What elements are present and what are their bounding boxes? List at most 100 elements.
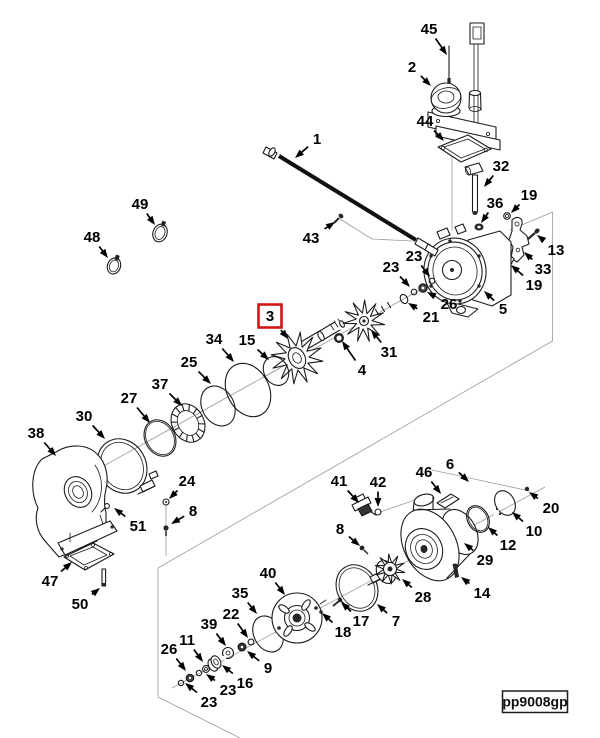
callout-6: 6 bbox=[446, 456, 469, 482]
part-number-label: 13 bbox=[548, 242, 565, 259]
part-number-label: 19 bbox=[521, 187, 538, 204]
callout-47: 47 bbox=[42, 562, 72, 590]
part-number-label: 47 bbox=[42, 573, 59, 590]
part-number-label: 50 bbox=[72, 596, 89, 613]
part-number-label: 42 bbox=[370, 474, 387, 491]
oil-supply-line bbox=[262, 146, 439, 257]
screw-43 bbox=[333, 213, 344, 224]
callout-39: 39 bbox=[201, 616, 226, 646]
callout-22: 22 bbox=[223, 606, 248, 638]
hose-clamp-48 bbox=[106, 254, 122, 275]
part-number-label: 39 bbox=[201, 616, 218, 633]
part-number-label: 41 bbox=[331, 473, 348, 490]
callout-43: 43 bbox=[303, 222, 335, 247]
part-number-label: 32 bbox=[493, 158, 510, 175]
part-number-label: 2 bbox=[408, 59, 416, 76]
axis-lines bbox=[99, 132, 546, 689]
part-number-label: 9 bbox=[264, 660, 272, 677]
washer-11 bbox=[202, 665, 210, 673]
part-number-label: 20 bbox=[543, 500, 560, 517]
callout-7: 7 bbox=[377, 604, 400, 630]
part-number-label: 19 bbox=[526, 277, 543, 294]
part-number-label: 45 bbox=[421, 21, 438, 38]
part-number-label: 43 bbox=[303, 230, 320, 247]
snap-ring-10 bbox=[492, 490, 516, 516]
part-number-label: 6 bbox=[446, 456, 454, 473]
part-number-label: 12 bbox=[500, 537, 517, 554]
callout-23: 23 bbox=[185, 683, 217, 711]
callout-8: 8 bbox=[171, 503, 197, 524]
callout-35: 35 bbox=[232, 585, 257, 614]
callout-49: 49 bbox=[132, 196, 155, 225]
flange-gasket-47 bbox=[63, 542, 115, 571]
o-ring-15 bbox=[262, 356, 290, 386]
shaft-nut bbox=[334, 333, 345, 344]
part-number-label: 16 bbox=[237, 675, 254, 692]
hose-clamp-49 bbox=[152, 220, 168, 243]
callout-21: 21 bbox=[408, 303, 439, 326]
callout-26: 26 bbox=[161, 641, 186, 671]
callout-9: 9 bbox=[247, 651, 272, 677]
figure-code-box: pp9008gp bbox=[501, 690, 569, 714]
shaft-thread-dashes bbox=[374, 301, 392, 316]
callout-31: 31 bbox=[371, 330, 397, 361]
callout-14: 14 bbox=[461, 577, 491, 602]
part-number-label: 49 bbox=[132, 196, 149, 213]
callout-17: 17 bbox=[341, 602, 369, 630]
callout-24: 24 bbox=[169, 473, 196, 499]
plug-51 bbox=[100, 503, 110, 513]
callout-33: 33 bbox=[524, 252, 551, 278]
part-number-label: 27 bbox=[121, 390, 138, 407]
part-number-label: 44 bbox=[417, 113, 434, 130]
part-number-label: 38 bbox=[28, 425, 45, 442]
part-number-label: 4 bbox=[358, 362, 367, 379]
callout-46: 46 bbox=[416, 464, 441, 494]
part-number-label: 40 bbox=[260, 565, 277, 582]
ring-22 bbox=[247, 638, 255, 646]
part-number-label: 46 bbox=[416, 464, 433, 481]
spacer-ring-21 bbox=[399, 293, 409, 305]
boundary-lines bbox=[157, 211, 553, 738]
callout-25: 25 bbox=[181, 354, 211, 384]
callout-41: 41 bbox=[331, 473, 359, 503]
part-number-label: 21 bbox=[423, 309, 440, 326]
locknut-26-lower bbox=[185, 673, 195, 683]
callout-38: 38 bbox=[28, 425, 56, 456]
part-number-label: 25 bbox=[181, 354, 198, 371]
connector-and-rod bbox=[469, 22, 485, 131]
callout-44: 44 bbox=[417, 113, 444, 141]
nut-9 bbox=[237, 642, 247, 652]
o-ring-23-a bbox=[410, 288, 418, 296]
callout-5: 5 bbox=[484, 291, 507, 318]
highlight-box bbox=[257, 303, 283, 329]
part-number-label: 35 bbox=[232, 585, 249, 602]
part-number-label: 29 bbox=[477, 552, 494, 569]
part-number-label: 33 bbox=[535, 261, 552, 278]
callout-36: 36 bbox=[481, 195, 503, 223]
part-number-label: 31 bbox=[381, 344, 398, 361]
callout-48: 48 bbox=[84, 229, 108, 258]
grommet bbox=[474, 223, 484, 231]
part-number-label: 26 bbox=[441, 296, 458, 313]
part-number-label: 23 bbox=[383, 259, 400, 276]
callout-23: 23 bbox=[206, 674, 236, 699]
part-number-label: 37 bbox=[152, 376, 169, 393]
callout-40: 40 bbox=[260, 565, 285, 595]
actuator-gasket bbox=[437, 134, 492, 163]
callout-28: 28 bbox=[402, 579, 431, 606]
callout-8: 8 bbox=[336, 521, 360, 546]
part-number-label: 15 bbox=[239, 332, 256, 349]
callout-34: 34 bbox=[206, 331, 234, 362]
part-number-label: 11 bbox=[179, 632, 195, 649]
callout-13: 13 bbox=[537, 235, 564, 259]
callout-26: 26 bbox=[427, 292, 457, 313]
callout-51: 51 bbox=[114, 508, 146, 535]
dowel-pin-50 bbox=[101, 568, 107, 587]
screw-13 bbox=[527, 228, 540, 240]
part-number-label: 23 bbox=[201, 694, 218, 711]
compressor-wheel bbox=[342, 299, 386, 342]
callout-27: 27 bbox=[121, 390, 150, 423]
